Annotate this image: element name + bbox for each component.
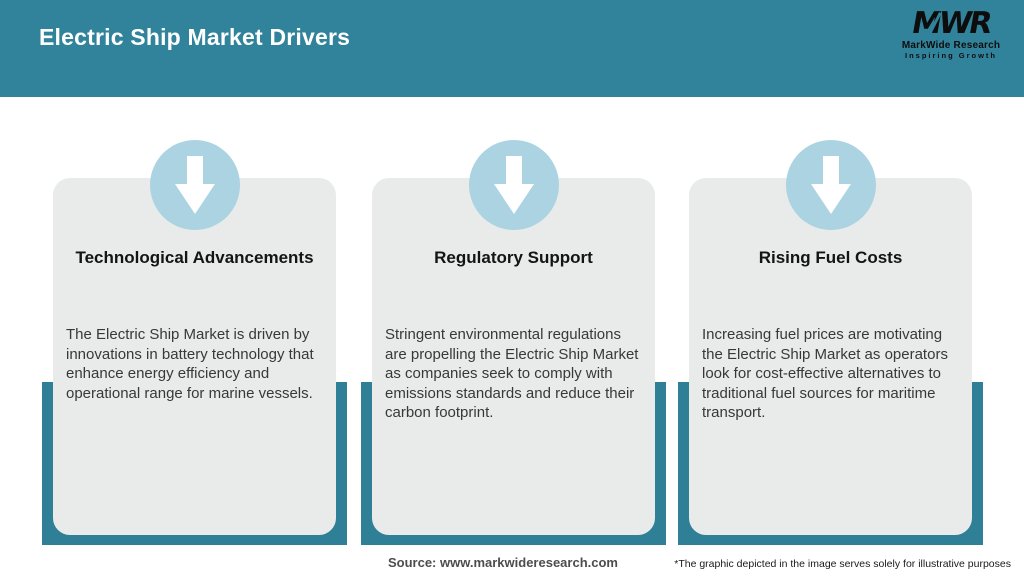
driver-card-regulatory-support: Regulatory Support Stringent environment… xyxy=(361,140,666,545)
driver-card-technological-advancements: Technological Advancements The Electric … xyxy=(42,140,347,545)
down-arrow-icon xyxy=(149,140,240,230)
card-title: Regulatory Support xyxy=(434,248,593,267)
logo-tagline: Inspiring Growth xyxy=(905,51,997,60)
card-description: Increasing fuel prices are motivating th… xyxy=(702,326,948,421)
disclaimer-text: *The graphic depicted in the image serve… xyxy=(674,558,1011,570)
driver-card-rising-fuel-costs: Rising Fuel Costs Increasing fuel prices… xyxy=(678,140,983,545)
source-text: Source: www.markwideresearch.com xyxy=(387,555,618,570)
down-arrow-icon xyxy=(785,140,876,230)
card-panel: Regulatory Support Stringent environment… xyxy=(372,178,655,535)
logo-name: MarkWide Research xyxy=(901,40,1001,51)
page-title: Electric Ship Market Drivers xyxy=(39,24,351,50)
logo-monogram: MWR xyxy=(909,6,993,41)
card-panel: Rising Fuel Costs Increasing fuel prices… xyxy=(689,178,972,535)
down-arrow-icon xyxy=(468,140,559,230)
card-description: The Electric Ship Market is driven by in… xyxy=(66,326,314,402)
card-title: Technological Advancements xyxy=(75,248,314,267)
card-panel: Technological Advancements The Electric … xyxy=(53,178,336,535)
markwide-research-logo: MWR MarkWide Research Inspiring Growth xyxy=(896,6,1006,61)
header-bar: Electric Ship Market Drivers MWR MarkWid… xyxy=(0,0,1024,97)
card-description: Stringent environmental regulations are … xyxy=(385,326,639,421)
card-title: Rising Fuel Costs xyxy=(758,248,903,267)
